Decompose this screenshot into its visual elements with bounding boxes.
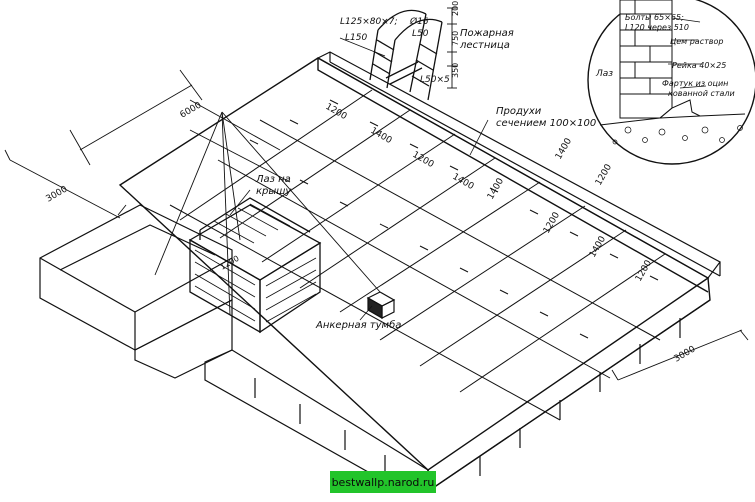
watermark-badge[interactable]: bestwallp.narod.ru: [330, 471, 436, 493]
guy-wires: [154, 99, 381, 316]
dim-row3-c: 1200: [594, 162, 614, 187]
dim-row1-d: 1400: [451, 172, 476, 192]
hatch-hatching: [194, 203, 317, 323]
dim-top-span: 6000: [179, 100, 204, 120]
inset-apron-label-1: Фартук из оцин: [662, 79, 728, 88]
angle-150-label: L150: [345, 33, 367, 43]
vents-label-1: Продухи: [496, 106, 542, 117]
seam-marks: [249, 99, 659, 339]
roof-hatch-box: [188, 197, 322, 334]
dim-ladder-350: 350: [451, 63, 460, 78]
rod-label: Ø16: [409, 16, 429, 27]
left-wall-block: [39, 204, 233, 351]
right-front-edge: [429, 299, 711, 491]
watermark-text[interactable]: bestwallp.narod.ru: [331, 475, 435, 489]
inset-apron-label-2: кованной стали: [668, 89, 735, 98]
leader-lines: [229, 37, 489, 321]
vents-label-2: сечением 100×100: [496, 118, 596, 129]
callout-labels: Пожарная лестница L125×80×7; Ø16 L50 L15…: [255, 13, 735, 331]
parapet-strip: [316, 51, 721, 279]
dim-row2-c: 1400: [588, 234, 608, 259]
panel-joints: [179, 89, 666, 393]
angle-small-label: L50×5: [420, 75, 450, 85]
dim-ladder-200: 200: [451, 1, 460, 16]
angle-main-label: L125×80×7;: [340, 17, 398, 27]
inset-bolts-label-1: Болты 65×65;: [625, 13, 684, 22]
left-base: [134, 299, 233, 379]
fire-ladder-label-1: Пожарная: [460, 28, 514, 39]
l50-label: L50: [412, 29, 429, 39]
dim-row3-b: 1400: [554, 136, 574, 161]
inset-mortar-label: Цем раствор: [670, 37, 723, 46]
fire-ladder-label-2: лестница: [459, 40, 510, 51]
inset-rail-label: Рейка 40×25: [672, 61, 726, 70]
dim-right-span: 3000: [673, 344, 698, 364]
inset-detail: [587, 0, 755, 165]
dim-row3-a: 1200: [634, 258, 654, 283]
dim-row1-a: 1200: [324, 102, 349, 122]
anchor-post: [366, 291, 396, 320]
roof-hatch-label-2: крышу: [256, 186, 292, 197]
panel-long-joints: [169, 119, 661, 421]
dim-row1-c: 1200: [411, 150, 436, 170]
inset-laz-label: Лаз: [595, 69, 613, 79]
roof-hatch-label-1: Лаз на: [255, 174, 291, 185]
dim-hatch-1200: 1200: [219, 254, 241, 272]
dim-row2-a: 1400: [486, 176, 506, 201]
lower-front-edge: [204, 349, 429, 491]
dim-ladder-750: 750: [451, 31, 460, 46]
fire-ladder: [369, 9, 443, 101]
inset-bolts-label-2: L120 через 510: [625, 23, 689, 32]
anchor-post-label: Анкерная тумба: [315, 319, 401, 331]
ladder-dim-lines: [447, 7, 457, 89]
dim-lines-main: [4, 69, 749, 381]
dim-left-span: 3000: [45, 184, 70, 204]
